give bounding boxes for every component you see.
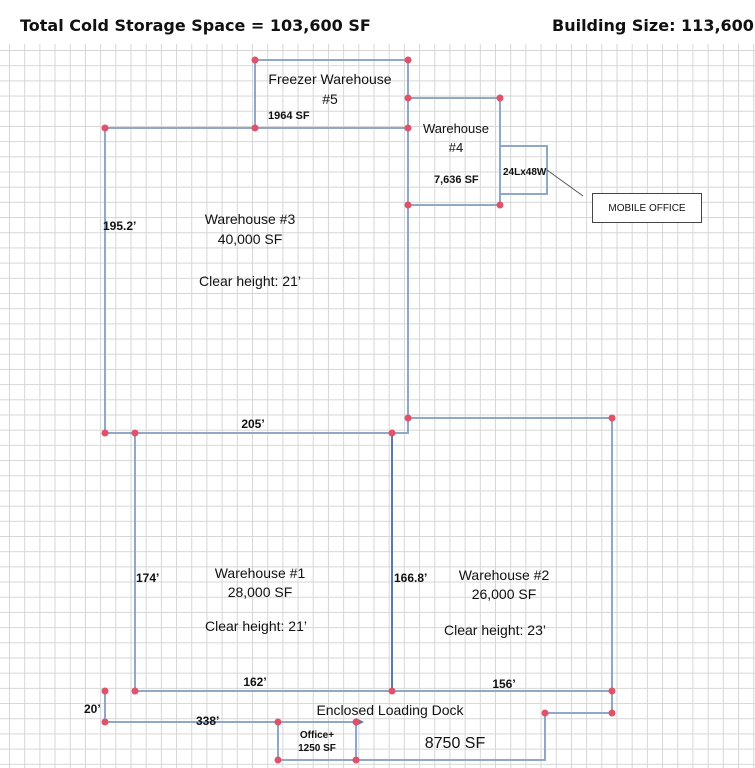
- dock-west-walls: [104, 691, 278, 723]
- warehouse-4-area: 7,636 SF: [434, 174, 479, 186]
- vertex: [131, 429, 139, 437]
- office-name: Office+: [300, 730, 334, 741]
- dock-area: 8750 SF: [425, 735, 486, 752]
- warehouse-2-walls: [392, 417, 613, 692]
- warehouse-4-name-line2: #4: [449, 140, 463, 155]
- vertex: [251, 124, 259, 132]
- warehouse-1-width-dim: 162’: [243, 675, 266, 689]
- mobile-office-dims: 24Lx48W: [503, 167, 547, 178]
- warehouse-3-height-dim: 195.2’: [103, 219, 136, 233]
- warehouse-3-area: 40,000 SF: [218, 231, 283, 247]
- vertex: [608, 709, 616, 717]
- dock-name: Enclosed Loading Dock: [316, 702, 464, 718]
- vertex: [388, 429, 396, 437]
- freezer-name-line2: #5: [322, 91, 338, 107]
- vertex: [131, 687, 139, 695]
- vertex: [541, 709, 549, 717]
- vertex: [404, 414, 412, 422]
- vertex: [404, 56, 412, 64]
- vertex: [101, 687, 109, 695]
- grid-background: [0, 44, 755, 768]
- vertex: [274, 756, 282, 764]
- vertex: [496, 94, 504, 102]
- warehouse-3-clear-height: Clear height: 21’: [199, 273, 301, 289]
- vertex: [352, 756, 360, 764]
- mobile-office-callout: MOBILE OFFICE: [592, 193, 702, 223]
- vertex: [404, 124, 412, 132]
- dock-height-dim: 20’: [84, 702, 101, 716]
- warehouse-2-area: 26,000 SF: [472, 586, 537, 602]
- warehouse-3-name: Warehouse #3: [205, 211, 296, 227]
- warehouse-2-width-dim: 156’: [492, 677, 515, 691]
- building-size-title: Building Size: 113,600: [552, 16, 754, 35]
- freezer-name-line1: Freezer Warehouse: [268, 71, 391, 87]
- vertex: [251, 56, 259, 64]
- warehouse-1-area: 28,000 SF: [228, 584, 293, 600]
- vertex: [608, 687, 616, 695]
- vertex: [274, 718, 282, 726]
- warehouse-1-name: Warehouse #1: [215, 565, 306, 581]
- warehouse-3-walls: [104, 127, 409, 434]
- mobile-office-leader-line: [546, 169, 584, 197]
- freezer-walls: [254, 59, 409, 128]
- warehouse-4-name-line1: Warehouse: [423, 121, 489, 136]
- mobile-office-label: MOBILE OFFICE: [608, 202, 686, 214]
- warehouse-2-clear-height: Clear height: 23’: [444, 622, 546, 638]
- walls: [104, 59, 613, 761]
- vertex: [404, 201, 412, 209]
- vertex: [101, 124, 109, 132]
- vertex: [388, 687, 396, 695]
- vertices: [101, 56, 616, 764]
- warehouse-3-width-dim: 205’: [241, 417, 264, 431]
- total-cold-storage-title: Total Cold Storage Space = 103,600 SF: [20, 16, 371, 35]
- vertex: [608, 414, 616, 422]
- dock-width-dim: 338’: [196, 714, 219, 728]
- vertex: [101, 429, 109, 437]
- office-walls: [277, 721, 357, 761]
- warehouse-1-height-dim: 174’: [136, 571, 159, 585]
- freezer-area: 1964 SF: [268, 110, 310, 122]
- vertex: [352, 718, 360, 726]
- office-area: 1250 SF: [298, 743, 336, 754]
- warehouse-2-height-dim: 166.8’: [394, 571, 427, 585]
- vertex: [496, 201, 504, 209]
- warehouse-1-clear-height: Clear height: 21’: [205, 618, 307, 634]
- vertex: [404, 94, 412, 102]
- warehouse-2-name: Warehouse #2: [459, 567, 550, 583]
- vertex: [101, 718, 109, 726]
- warehouse-1-walls: [134, 432, 393, 692]
